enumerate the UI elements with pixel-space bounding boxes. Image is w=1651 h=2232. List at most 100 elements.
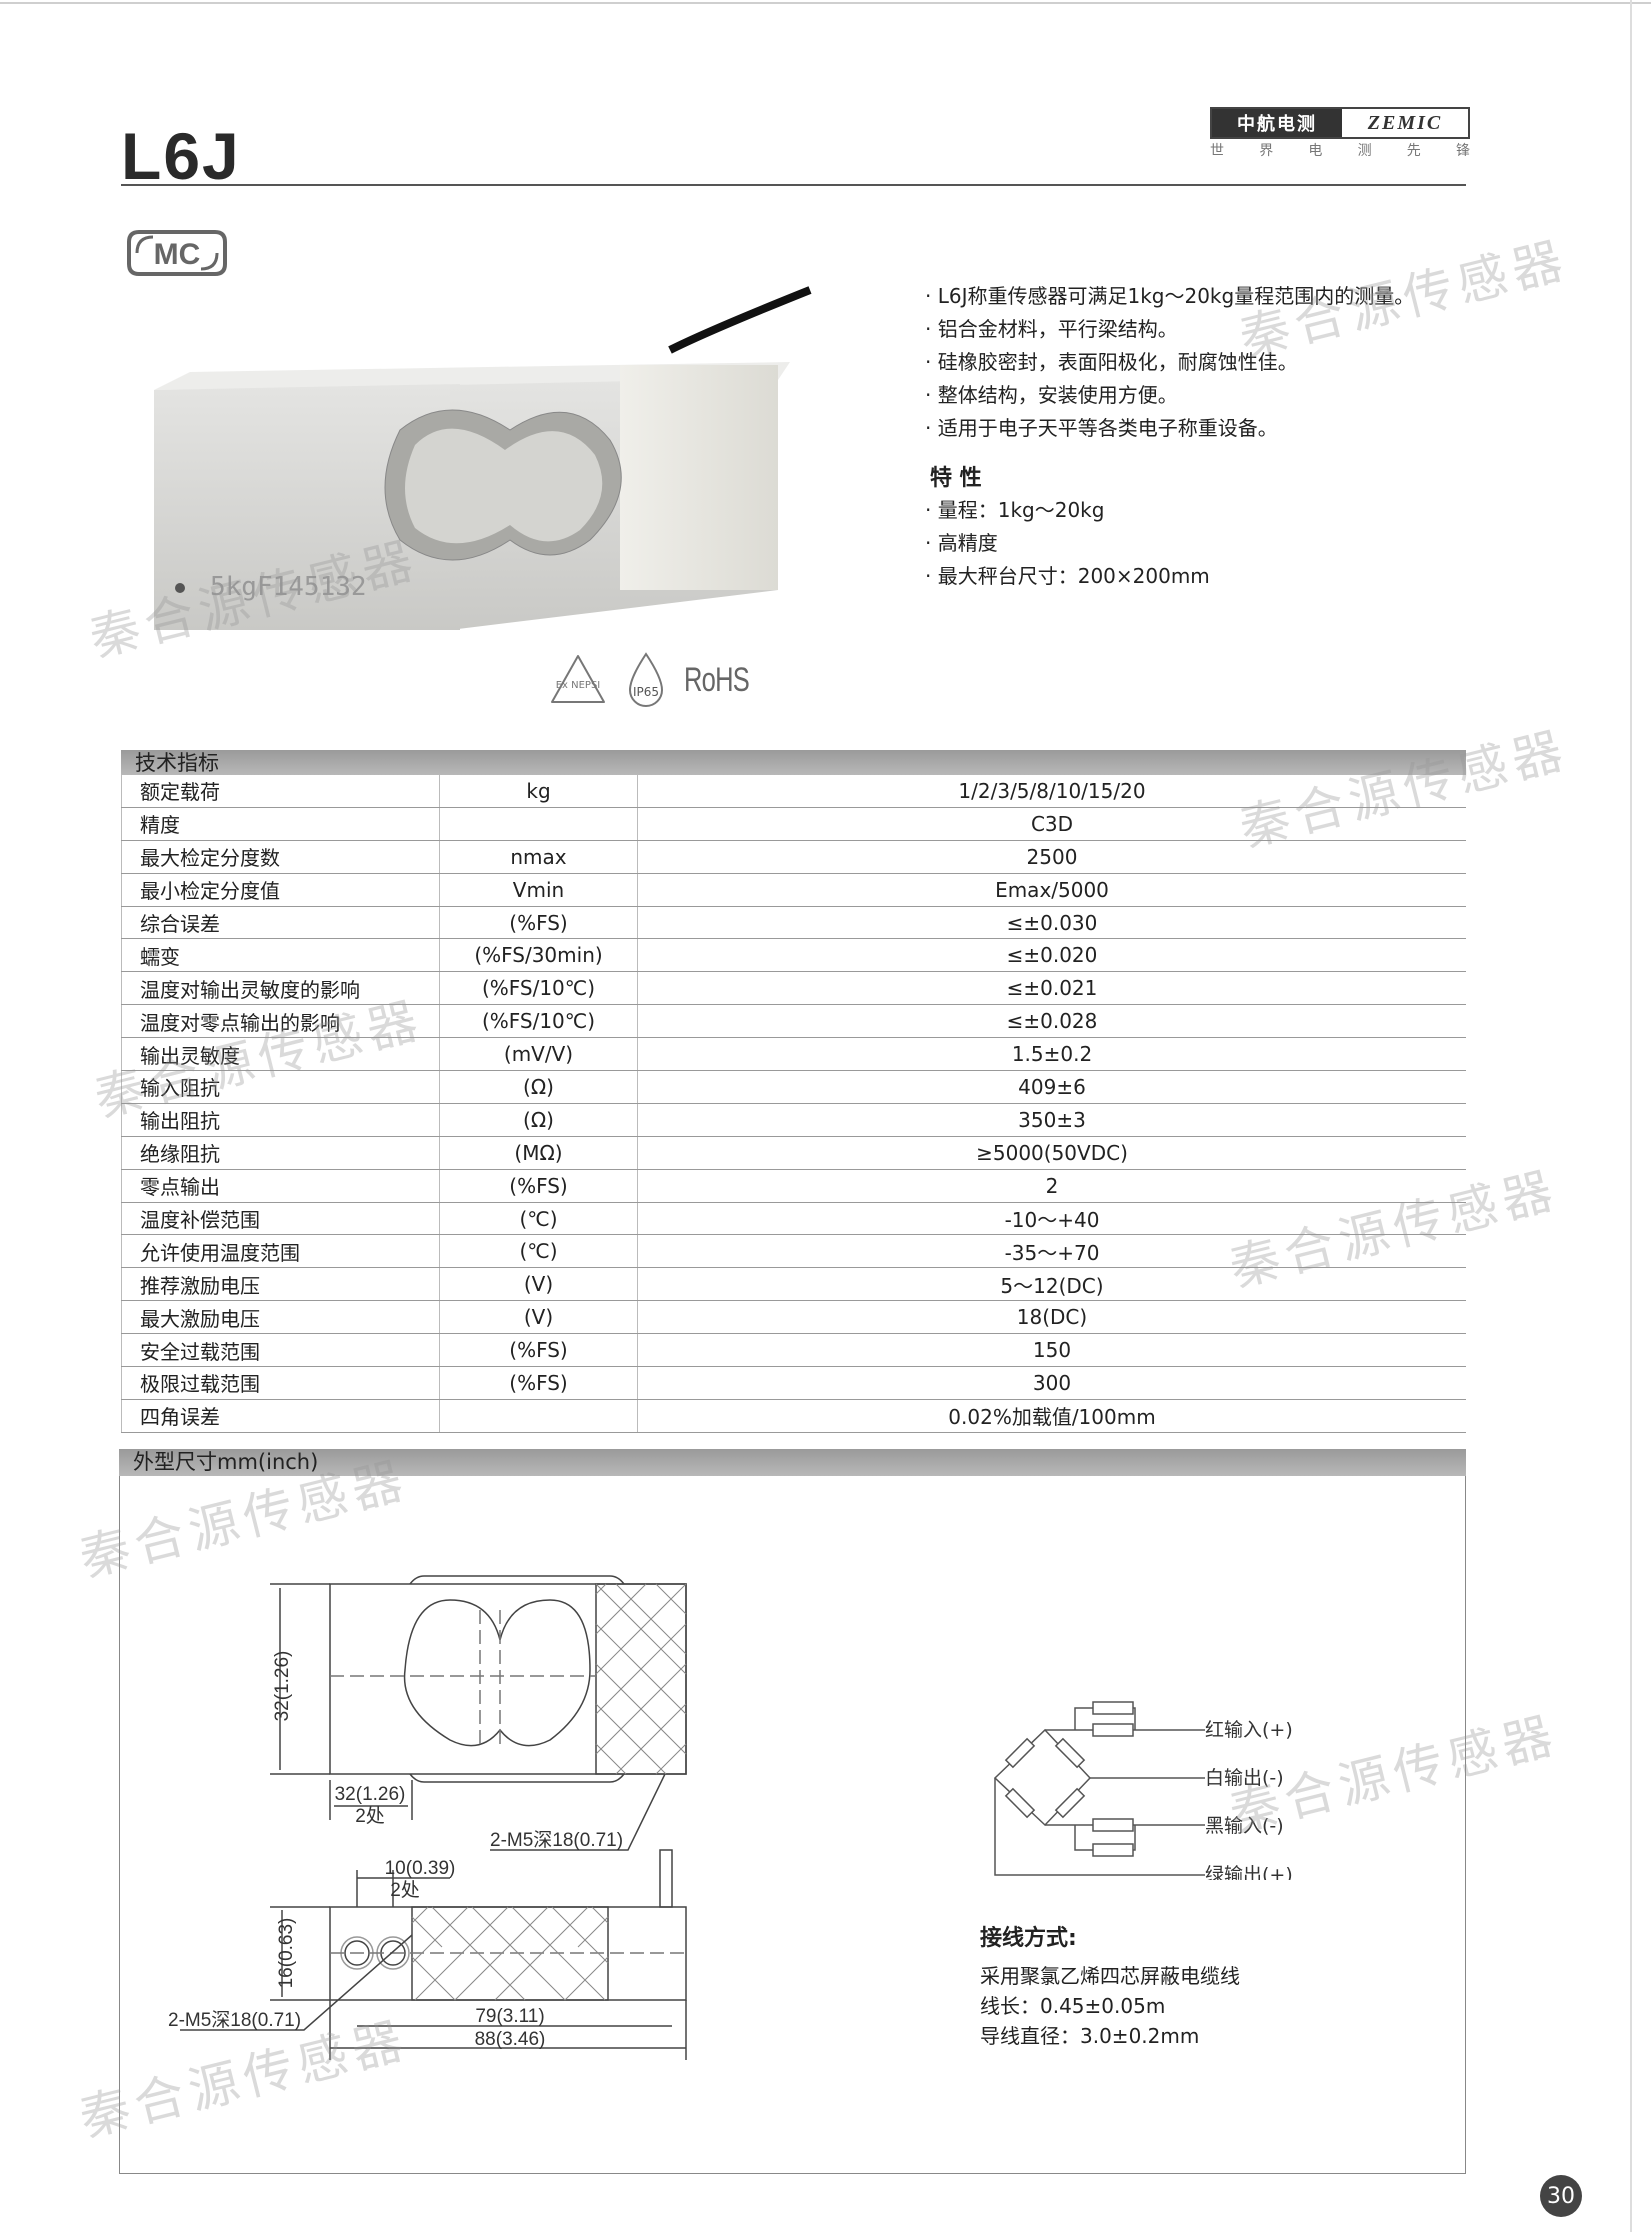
spec-value: ≤±0.028 [637,1004,1466,1039]
page-title: L6J [121,119,241,193]
spec-value: ≥5000(50VDC) [637,1136,1466,1170]
dimension-box [119,1476,1466,2174]
spec-row: 综合误差(%FS)≤±0.030 [121,906,1466,940]
spec-row: 蠕变(%FS/30min)≤±0.020 [121,938,1466,973]
feature-item: 最大秤台尺寸：200×200mm [925,560,1210,593]
spec-row: 极限过载范围(%FS)300 [121,1366,1466,1400]
description-item: 硅橡胶密封，表面阳极化，耐腐蚀性佳。 [925,346,1414,379]
spec-value: -35～+70 [637,1234,1466,1269]
spec-value: 18(DC) [637,1300,1466,1335]
spec-name: 极限过载范围 [121,1366,440,1400]
spec-value: ≤±0.030 [637,906,1466,940]
spec-row: 四角误差 0.02%加载值/100mm [121,1399,1466,1433]
svg-text:IP65: IP65 [633,685,659,699]
spec-unit: nmax [439,840,638,874]
spec-unit: (MΩ) [439,1136,638,1170]
svg-text:Ex NEPSI: Ex NEPSI [556,680,601,691]
description-item: L6J称重传感器可满足1kg～20kg量程范围内的测量。 [925,280,1415,313]
spec-name: 最小检定分度值 [121,873,440,907]
product-label: 5kgF145132 [210,572,367,602]
spec-unit: (mV/V) [439,1037,638,1072]
spec-row: 安全过载范围(%FS)150 [121,1333,1466,1368]
spec-value: 150 [637,1333,1466,1368]
spec-value: 5～12(DC) [637,1267,1466,1302]
spec-value: 1.5±0.2 [637,1037,1466,1072]
feature-item: 高精度 [925,527,1210,560]
spec-unit: (%FS/10℃) [439,1004,638,1039]
certification-icons: Ex NEPSI IP65 RoHS [548,650,771,710]
spec-value: 2500 [637,840,1466,874]
description-item: 铝合金材料，平行梁结构。 [925,313,1414,346]
spec-unit: Vmin [439,873,638,907]
rohs-mark: RoHS [684,660,750,699]
spec-unit: (℃) [439,1234,638,1269]
spec-row: 输出阻抗(Ω)350±3 [121,1103,1466,1137]
dimension-drawings: 32(1.26) 32(1.26) 2处 2-M5深18(0.71) 10(0.… [168,1575,687,2060]
dim-length-inner: 79(3.11) [475,2006,544,2027]
spec-value: C3D [637,807,1466,841]
spec-row: 温度对零点输出的影响(%FS/10℃)≤±0.028 [121,1004,1466,1039]
ex-nepsi-icon: Ex NEPSI [551,655,605,703]
wire-red-label: 红输入(+) [1205,1719,1293,1741]
wiring-length: 线长：0.45±0.05m [980,1994,1166,2018]
spec-name: 温度对零点输出的影响 [121,1004,440,1039]
wiring-diagram: 红输入(+) 白输出(-) 黑输入(-) 绿输出(+) [993,1701,1293,1880]
spec-unit: (%FS) [439,1366,638,1400]
spec-unit: (%FS/30min) [439,938,638,973]
spec-name: 蠕变 [121,938,440,973]
wire-black-label: 黑输入(-) [1205,1815,1284,1837]
spec-row: 精度 C3D [121,807,1466,841]
dim-thread-1: 2-M5深18(0.71) [490,1829,623,1851]
description-list: L6J称重传感器可满足1kg～20kg量程范围内的测量。 铝合金材料，平行梁结构… [925,280,1415,445]
wire-white-label: 白输出(-) [1205,1767,1284,1789]
dim-hole-offset: 10(0.39) [385,1858,456,1879]
spec-row: 输入阻抗(Ω)409±6 [121,1070,1466,1104]
spec-unit: (Ω) [439,1103,638,1137]
spec-name: 精度 [121,807,440,841]
feature-item: 量程：1kg～20kg [925,494,1210,527]
spec-row: 温度补偿范围(℃)-10～+40 [121,1202,1466,1236]
spec-row: 最大激励电压(V)18(DC) [121,1300,1466,1335]
spec-value: Emax/5000 [637,873,1466,907]
dim-height-side: 16(0.63) [276,1918,297,1989]
slogan-char: 锋 [1455,143,1470,159]
dim-thread-2: 2-M5深18(0.71) [168,2009,301,2031]
spec-unit: (%FS) [439,1169,638,1203]
wire-green-label: 绿输出(+) [1205,1864,1293,1880]
spec-value: 1/2/3/5/8/10/15/20 [637,775,1466,808]
spec-row: 绝缘阻抗(MΩ)≥5000(50VDC) [121,1136,1466,1170]
logo-cn: 中航电测 [1212,109,1342,137]
spec-value: ≤±0.021 [637,971,1466,1006]
wiring-diameter: 导线直径：3.0±0.2mm [980,2024,1200,2048]
spec-name: 输入阻抗 [121,1070,440,1104]
spec-name: 温度补偿范围 [121,1202,440,1236]
spec-value: 0.02%加载值/100mm [637,1399,1466,1433]
spec-unit: kg [439,775,638,808]
spec-name: 温度对输出灵敏度的影响 [121,971,440,1006]
ip65-icon: IP65 [628,652,664,707]
slogan: 世 界 电 测 先 锋 [1210,140,1470,160]
dim-hole-count-2: 2处 [390,1879,420,1901]
top-rule [0,2,1651,4]
dim-length-total: 88(3.46) [475,2029,546,2050]
spec-value: 350±3 [637,1103,1466,1137]
spec-name: 安全过载范围 [121,1333,440,1368]
zemic-logo: 中航电测 ZEMIC [1210,107,1470,139]
page-number: 30 [1540,2175,1582,2217]
spec-unit: (%FS/10℃) [439,971,638,1006]
spec-row: 零点输出(%FS)2 [121,1169,1466,1203]
slogan-char: 界 [1259,143,1274,159]
spec-unit: (Ω) [439,1070,638,1104]
spec-name: 四角误差 [121,1399,440,1433]
slogan-char: 电 [1308,143,1323,159]
spec-name: 输出阻抗 [121,1103,440,1137]
mc-text: MC [154,238,201,271]
slogan-char: 先 [1406,143,1421,159]
spec-row: 允许使用温度范围(℃)-35～+70 [121,1234,1466,1269]
spec-unit [439,1399,638,1433]
spec-unit: (V) [439,1267,638,1302]
spec-row: 温度对输出灵敏度的影响(%FS/10℃)≤±0.021 [121,971,1466,1006]
